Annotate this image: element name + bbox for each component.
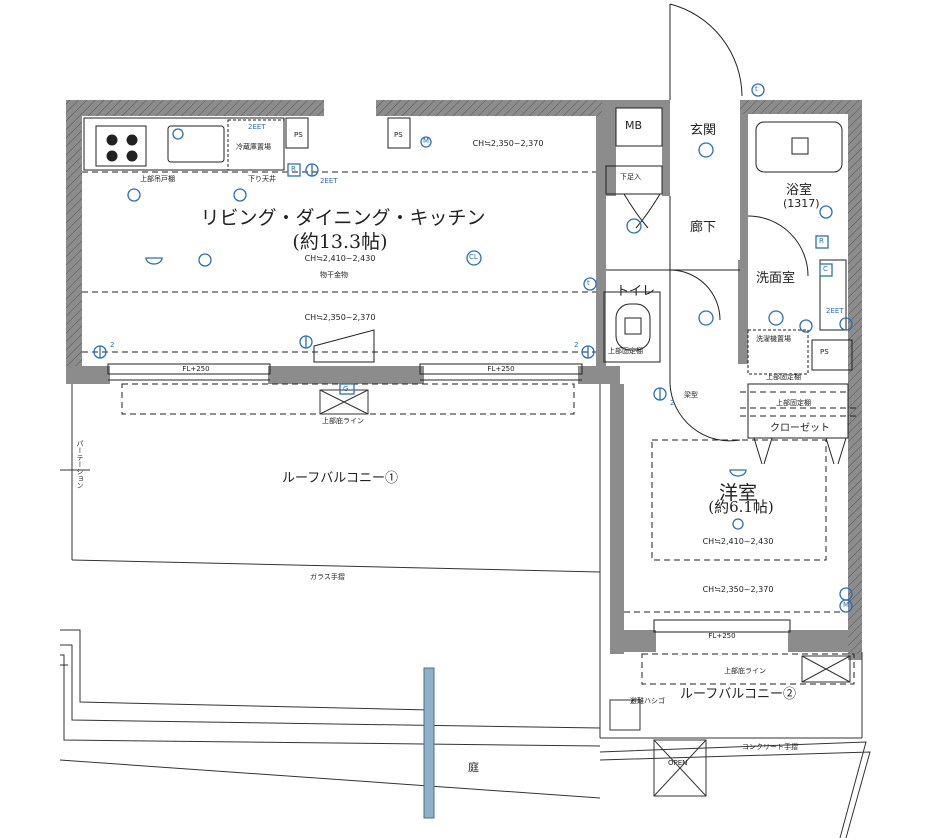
ceiling-height-ldk-upper: CH≒2,350~2,370 [472, 139, 544, 148]
ceiling-height-western: CH≒2,410~2,430 [702, 537, 774, 546]
room-size-ldk: (約13.3帖) [292, 231, 388, 253]
light-icon [198, 253, 212, 267]
eet-label-2: 2EET [248, 123, 266, 131]
room-size-western: (約6.1帖) [708, 498, 774, 516]
ps-label-2: PS [394, 131, 403, 139]
hanger-label: 物干金物 [320, 271, 348, 279]
open-label: OPEN [668, 759, 688, 767]
light-icon [698, 310, 714, 326]
light-icon [768, 310, 784, 326]
eet-label-1: 2EET [320, 177, 338, 185]
fl-label-1: FL+250 [182, 365, 210, 373]
light-icon [583, 277, 597, 291]
upper-shelf-label-toilet: 上部固定棚 [608, 347, 643, 355]
shoe-storage-label: 下足入 [620, 173, 641, 181]
c-label: C [823, 265, 828, 273]
upper-shelf-label-wash: 上部固定棚 [766, 373, 801, 381]
upper-shelf-label-closet: 上部固定棚 [776, 399, 811, 407]
t-label-1: t [755, 85, 758, 93]
ceiling-height-ldk: CH≒2,410~2,430 [304, 254, 376, 263]
light-icon [420, 136, 432, 148]
blue-column [423, 667, 435, 819]
ps-label-3: PS [820, 348, 829, 356]
escape-ladder-label: 避難ハシゴ [630, 697, 665, 705]
wall-hatch [66, 100, 862, 654]
fl-label-2: FL+250 [487, 365, 515, 373]
light-icon [466, 250, 482, 266]
light-icon [698, 142, 714, 158]
outlet-count-3: 2 [670, 399, 675, 407]
outlet-icon [287, 163, 301, 177]
mb-label: MB [625, 119, 643, 132]
garden-label: 庭 [468, 761, 479, 774]
concrete-rail-label: コンクリート手摺 [742, 743, 798, 751]
t-label-2: t [587, 279, 590, 287]
ps-label-1: PS [294, 131, 303, 139]
ceiling-height-western-lower: CH≒2,350~2,370 [702, 585, 774, 594]
glass-rail-label: ガラス手摺 [310, 573, 345, 581]
fl-label-3: FL+250 [708, 632, 736, 640]
dropped-ceiling-label: 下り天井 [248, 175, 276, 183]
downlight-icon [145, 257, 163, 265]
partition-label: パーテーション [76, 440, 84, 489]
entrance-label: 玄関 [690, 123, 717, 138]
m-label-1: M [423, 137, 430, 145]
r-label-1: R [291, 165, 296, 173]
light-icon [732, 518, 744, 530]
closet-label: クローゼット [770, 423, 830, 434]
bath-size-label: (1317) [783, 197, 820, 210]
outlet-count-2: 2 [574, 341, 579, 349]
roof-balcony-1: ルーフバルコニー① [282, 471, 398, 486]
outlet-count-1: 2 [110, 341, 115, 349]
g-label: G [343, 385, 349, 393]
downlight-icon [729, 469, 747, 477]
upper-cabinet-label: 上部吊戸棚 [140, 175, 175, 183]
beam-label: 梁型 [684, 391, 698, 399]
hallway-label: 廊下 [690, 220, 717, 235]
outlet-icon [819, 263, 833, 277]
washroom-label: 洗面室 [756, 271, 796, 286]
r-label-2: R [819, 237, 824, 245]
light-icon [626, 218, 642, 234]
eave-line-label: 上部庇ライン [322, 417, 364, 425]
toilet-label: トイレ [616, 284, 656, 299]
light-icon [751, 83, 765, 97]
roof-balcony-2: ルーフバルコニー② [680, 687, 796, 702]
eave-line-label-2: 上部庇ライン [724, 667, 766, 675]
room-name-western: 洋室 [718, 482, 758, 504]
room-name-ldk: リビング・ダイニング・キッチン [200, 207, 486, 229]
light-icon [233, 188, 247, 202]
ceiling-height-ldk-lower: CH≒2,350~2,370 [304, 313, 376, 322]
light-icon [127, 188, 141, 202]
washer-space-label: 洗濯機置場 [756, 335, 791, 343]
cl-label: CL [469, 253, 478, 261]
light-icon [172, 128, 184, 140]
eet-label-3: 2EET [826, 307, 844, 315]
outlet-icon [815, 235, 829, 249]
fridge-space-label: 冷蔵庫置場 [236, 143, 271, 151]
m-label-2: M [843, 601, 850, 609]
bathroom-label: 浴室 [786, 183, 813, 198]
